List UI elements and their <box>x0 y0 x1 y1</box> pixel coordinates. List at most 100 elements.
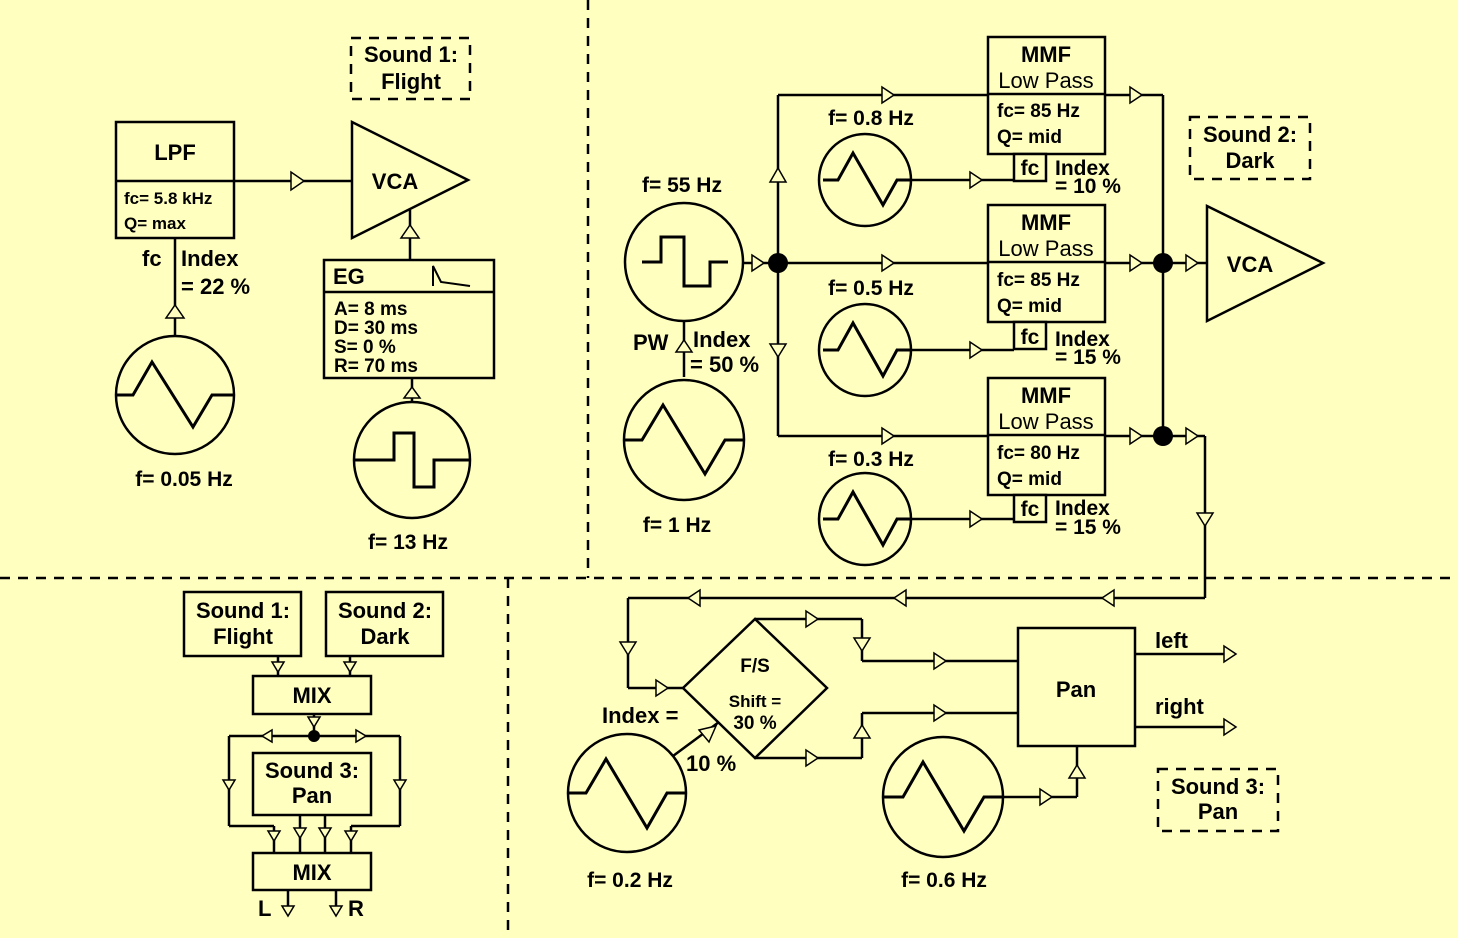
sound3-pan-patch: F/S Shift = 30 % Index = 10 % f= 0.2 Hz … <box>566 609 1280 892</box>
mmf3-fc-input: fc <box>1021 498 1040 521</box>
sound2-block-line2: Dark <box>361 624 411 649</box>
sound3-block-line2: Pan <box>292 783 332 808</box>
mmf1-fc: fc= 85 Hz <box>997 101 1080 122</box>
mmf1-index-label: Index <box>1055 157 1110 180</box>
sound1-title-line2: Flight <box>381 69 442 94</box>
fs-title: F/S <box>740 656 770 677</box>
output-right-label: R <box>348 896 364 921</box>
mmf2-index-value: = 15 % <box>1055 346 1121 369</box>
mmf3-box <box>986 376 1107 497</box>
mix-bottom-box <box>251 851 373 892</box>
vca2-triangle <box>1205 203 1326 324</box>
mmf3-q: Q= mid <box>997 469 1062 490</box>
fs-shift-label: Shift = <box>729 692 781 711</box>
sine-wave-icon <box>116 359 234 430</box>
eg-box <box>322 258 496 380</box>
mmf2-fc-input: fc <box>1021 326 1040 349</box>
mmf1-lfo-frequency: f= 0.8 Hz <box>828 107 914 130</box>
pan-lfo-frequency: f= 0.6 Hz <box>901 869 987 892</box>
sound1-block-line1: Sound 1: <box>196 598 290 623</box>
mmf3-mode: Low Pass <box>998 409 1093 434</box>
mmf1-index-value: = 10 % <box>1055 175 1121 198</box>
mmf3-index-label: Index <box>1055 497 1110 520</box>
eg-title: EG <box>333 264 365 289</box>
sound1-flight-patch: Sound 1: Flight LPF fc= 5.8 kHz Q= max V… <box>114 36 496 554</box>
sound3-title-line2: Pan <box>1198 799 1238 824</box>
sine-wave-icon <box>568 756 686 831</box>
output-left-label: L <box>258 896 271 921</box>
vca-label: VCA <box>372 169 419 194</box>
sine-wave-icon <box>823 488 911 549</box>
square-osc-frequency: f= 13 Hz <box>368 531 448 554</box>
eg-sustain: S= 0 % <box>334 337 396 358</box>
mix-top-box <box>251 674 373 716</box>
mix-bottom-label: MIX <box>292 860 331 885</box>
mmf2-lfo-frequency: f= 0.5 Hz <box>828 277 914 300</box>
sound2-title-line1: Sound 2: <box>1203 122 1297 147</box>
pan-left-output: left <box>1155 628 1189 653</box>
lpf-fc-input-label: fc <box>142 246 162 271</box>
sine-wave-icon <box>624 402 744 477</box>
envelope-icon <box>432 265 471 287</box>
fs-index-label: Index = <box>602 703 678 728</box>
mix-top-label: MIX <box>292 683 331 708</box>
mmf2-index-label: Index <box>1055 328 1110 351</box>
pw-label: PW <box>633 330 669 355</box>
lpf-title: LPF <box>154 140 196 165</box>
eg-release: R= 70 ms <box>334 356 418 377</box>
pw-index-label: Index <box>693 327 751 352</box>
pan-box <box>1016 626 1137 748</box>
eg-decay: D= 30 ms <box>334 318 418 339</box>
pulse-wave-icon <box>642 235 728 288</box>
mmf3-index-value: = 15 % <box>1055 516 1121 539</box>
sound2-dark-patch: Sound 2: Dark f= 55 Hz PW Index = 50 % f… <box>618 35 1326 698</box>
mmf2-q: Q= mid <box>997 296 1062 317</box>
lpf-q: Q= max <box>124 214 186 233</box>
mmf2-fc: fc= 85 Hz <box>997 270 1080 291</box>
sound2-block-line1: Sound 2: <box>338 598 432 623</box>
vca-triangle <box>350 119 471 241</box>
sound1-title-line1: Sound 1: <box>364 42 458 67</box>
lpf-fc: fc= 5.8 kHz <box>124 189 212 208</box>
sound1-block-line2: Flight <box>213 624 274 649</box>
vca2-label: VCA <box>1227 252 1274 277</box>
mmf2-box <box>986 203 1107 324</box>
mmf2-mode: Low Pass <box>998 236 1093 261</box>
mmf2-title: MMF <box>1021 210 1071 235</box>
sound1-block <box>182 590 303 658</box>
sine-wave-icon <box>883 759 1003 834</box>
sound3-title-line1: Sound 3: <box>1171 774 1265 799</box>
mmf3-title: MMF <box>1021 383 1071 408</box>
sound3-block <box>251 751 373 817</box>
eg-attack: A= 8 ms <box>334 299 407 320</box>
mix-routing: Sound 1: Flight Sound 2: Dark MIX Sound … <box>182 590 445 921</box>
sound2-title-line2: Dark <box>1226 148 1276 173</box>
mmf3-lfo-frequency: f= 0.3 Hz <box>828 448 914 471</box>
sound2-title-box <box>1188 115 1312 181</box>
lpf-index-value: = 22 % <box>181 274 250 299</box>
mmf1-title: MMF <box>1021 42 1071 67</box>
fs-shift-value: 30 % <box>733 713 776 734</box>
sound3-block-line1: Sound 3: <box>265 758 359 783</box>
fs-lfo-frequency: f= 0.2 Hz <box>587 869 673 892</box>
sound2-block <box>324 590 445 658</box>
mmf1-fc-input: fc <box>1021 157 1040 180</box>
mmf3-fc: fc= 80 Hz <box>997 443 1080 464</box>
lfo-frequency: f= 0.05 Hz <box>135 468 232 491</box>
pw-lfo-frequency: f= 1 Hz <box>643 514 711 537</box>
pan-label: Pan <box>1056 677 1096 702</box>
pan-right-output: right <box>1155 694 1205 719</box>
sine-wave-icon <box>823 149 911 209</box>
fs-index-value: 10 % <box>686 751 736 776</box>
square-wave-icon <box>354 431 470 489</box>
sound1-title-box <box>349 36 472 101</box>
sound3-title-box <box>1156 767 1280 833</box>
lpf-index-label: Index <box>181 246 239 271</box>
pw-index-value: = 50 % <box>690 352 759 377</box>
sine-wave-icon <box>823 319 911 380</box>
main-osc-frequency: f= 55 Hz <box>642 174 722 197</box>
mmf1-q: Q= mid <box>997 127 1062 148</box>
mmf1-mode: Low Pass <box>998 68 1093 93</box>
